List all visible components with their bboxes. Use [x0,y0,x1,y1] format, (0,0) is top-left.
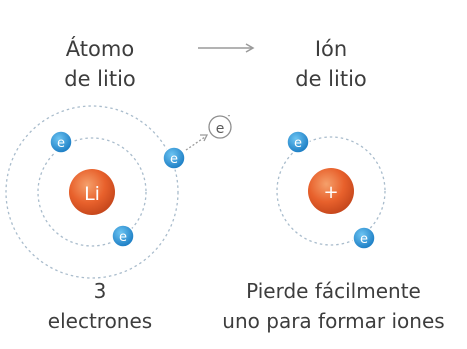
electron-count-caption: 3 electrones [20,276,180,336]
lithium-atom-title: Átomo de litio [20,34,180,94]
electron: e [111,224,135,248]
ion-charge-label: + [323,182,338,203]
lithium-ion-title: Ión de litio [256,34,406,94]
ion-nucleus: + [308,168,354,214]
electron-count-number: 3 [93,279,107,303]
electron-count-text: electrones [47,309,153,333]
valence-electron: e [162,146,186,170]
ion-description-line1: Pierde fácilmente [246,279,421,303]
electron: e [286,130,310,154]
lithium-ion-title-line1: Ión [314,37,348,61]
electron-symbol: e [57,136,65,151]
lithium-atom: Li e e e e - [5,105,232,279]
inner-orbit [37,137,147,247]
transformation-arrow [198,43,255,53]
lithium-ion: + e e [276,130,386,250]
electron: e [49,130,73,154]
outer-orbit [5,105,179,279]
lithium-atom-title-line2: de litio [64,67,136,91]
electron: e [352,226,376,250]
ion-description-line2: uno para formar iones [222,309,445,333]
lithium-nucleus: Li [69,169,115,215]
ion-description-caption: Pierde fácilmente uno para formar iones [200,276,467,336]
electron-symbol: e [119,230,127,245]
lithium-atom-title-line1: Átomo [65,37,135,61]
electron-symbol: e [360,232,368,247]
electron-release-arrow [185,134,209,151]
lost-electron: e - [208,111,232,139]
ion-orbit [276,136,386,246]
charge-mark: - [228,111,231,120]
electron-symbol: e [294,136,302,151]
nucleus-label: Li [84,183,100,205]
lost-electron-symbol: e [216,121,225,137]
lithium-ion-title-line2: de litio [295,67,367,91]
electron-symbol: e [170,152,178,167]
